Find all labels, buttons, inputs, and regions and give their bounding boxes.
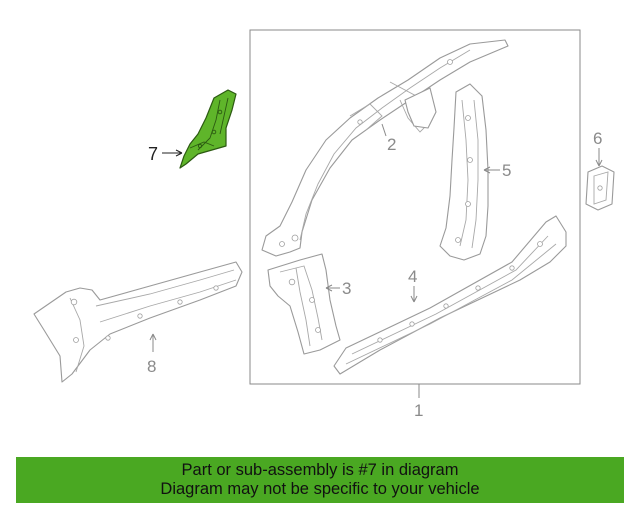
callout-5-arrow [483, 166, 491, 174]
callout-4: 4 [408, 267, 417, 286]
callout-3: 3 [342, 279, 351, 298]
part-7-highlighted [179, 89, 237, 169]
part-6-bracket [585, 165, 615, 211]
callout-7-arrow [175, 149, 183, 157]
callout-6-arrow [595, 159, 603, 167]
callout-4-arrow [410, 295, 418, 303]
callout-7: 7 [148, 144, 158, 164]
part-5-b-pillar [439, 83, 489, 261]
part-4-rocker [333, 215, 567, 375]
part-info-banner: Part or sub-assembly is #7 in diagram Di… [16, 457, 624, 503]
callout-8: 8 [147, 357, 156, 376]
part-8-inner-sill [33, 261, 243, 383]
part-2-roof-rail [261, 39, 509, 257]
callout-5: 5 [502, 161, 511, 180]
callout-8-arrow [149, 333, 157, 341]
callout-2: 2 [387, 135, 396, 154]
part-3-hinge-pillar [267, 253, 341, 355]
callout-3-arrow [325, 284, 333, 292]
assembly-frame [249, 29, 581, 385]
parts-diagram: 1 2 5 6 [33, 29, 615, 420]
banner-line-1: Part or sub-assembly is #7 in diagram [181, 461, 459, 479]
callout-6: 6 [593, 129, 602, 148]
banner-line-2: Diagram may not be specific to your vehi… [160, 480, 480, 498]
callout-1: 1 [414, 401, 423, 420]
callout-2-leader [381, 123, 387, 137]
